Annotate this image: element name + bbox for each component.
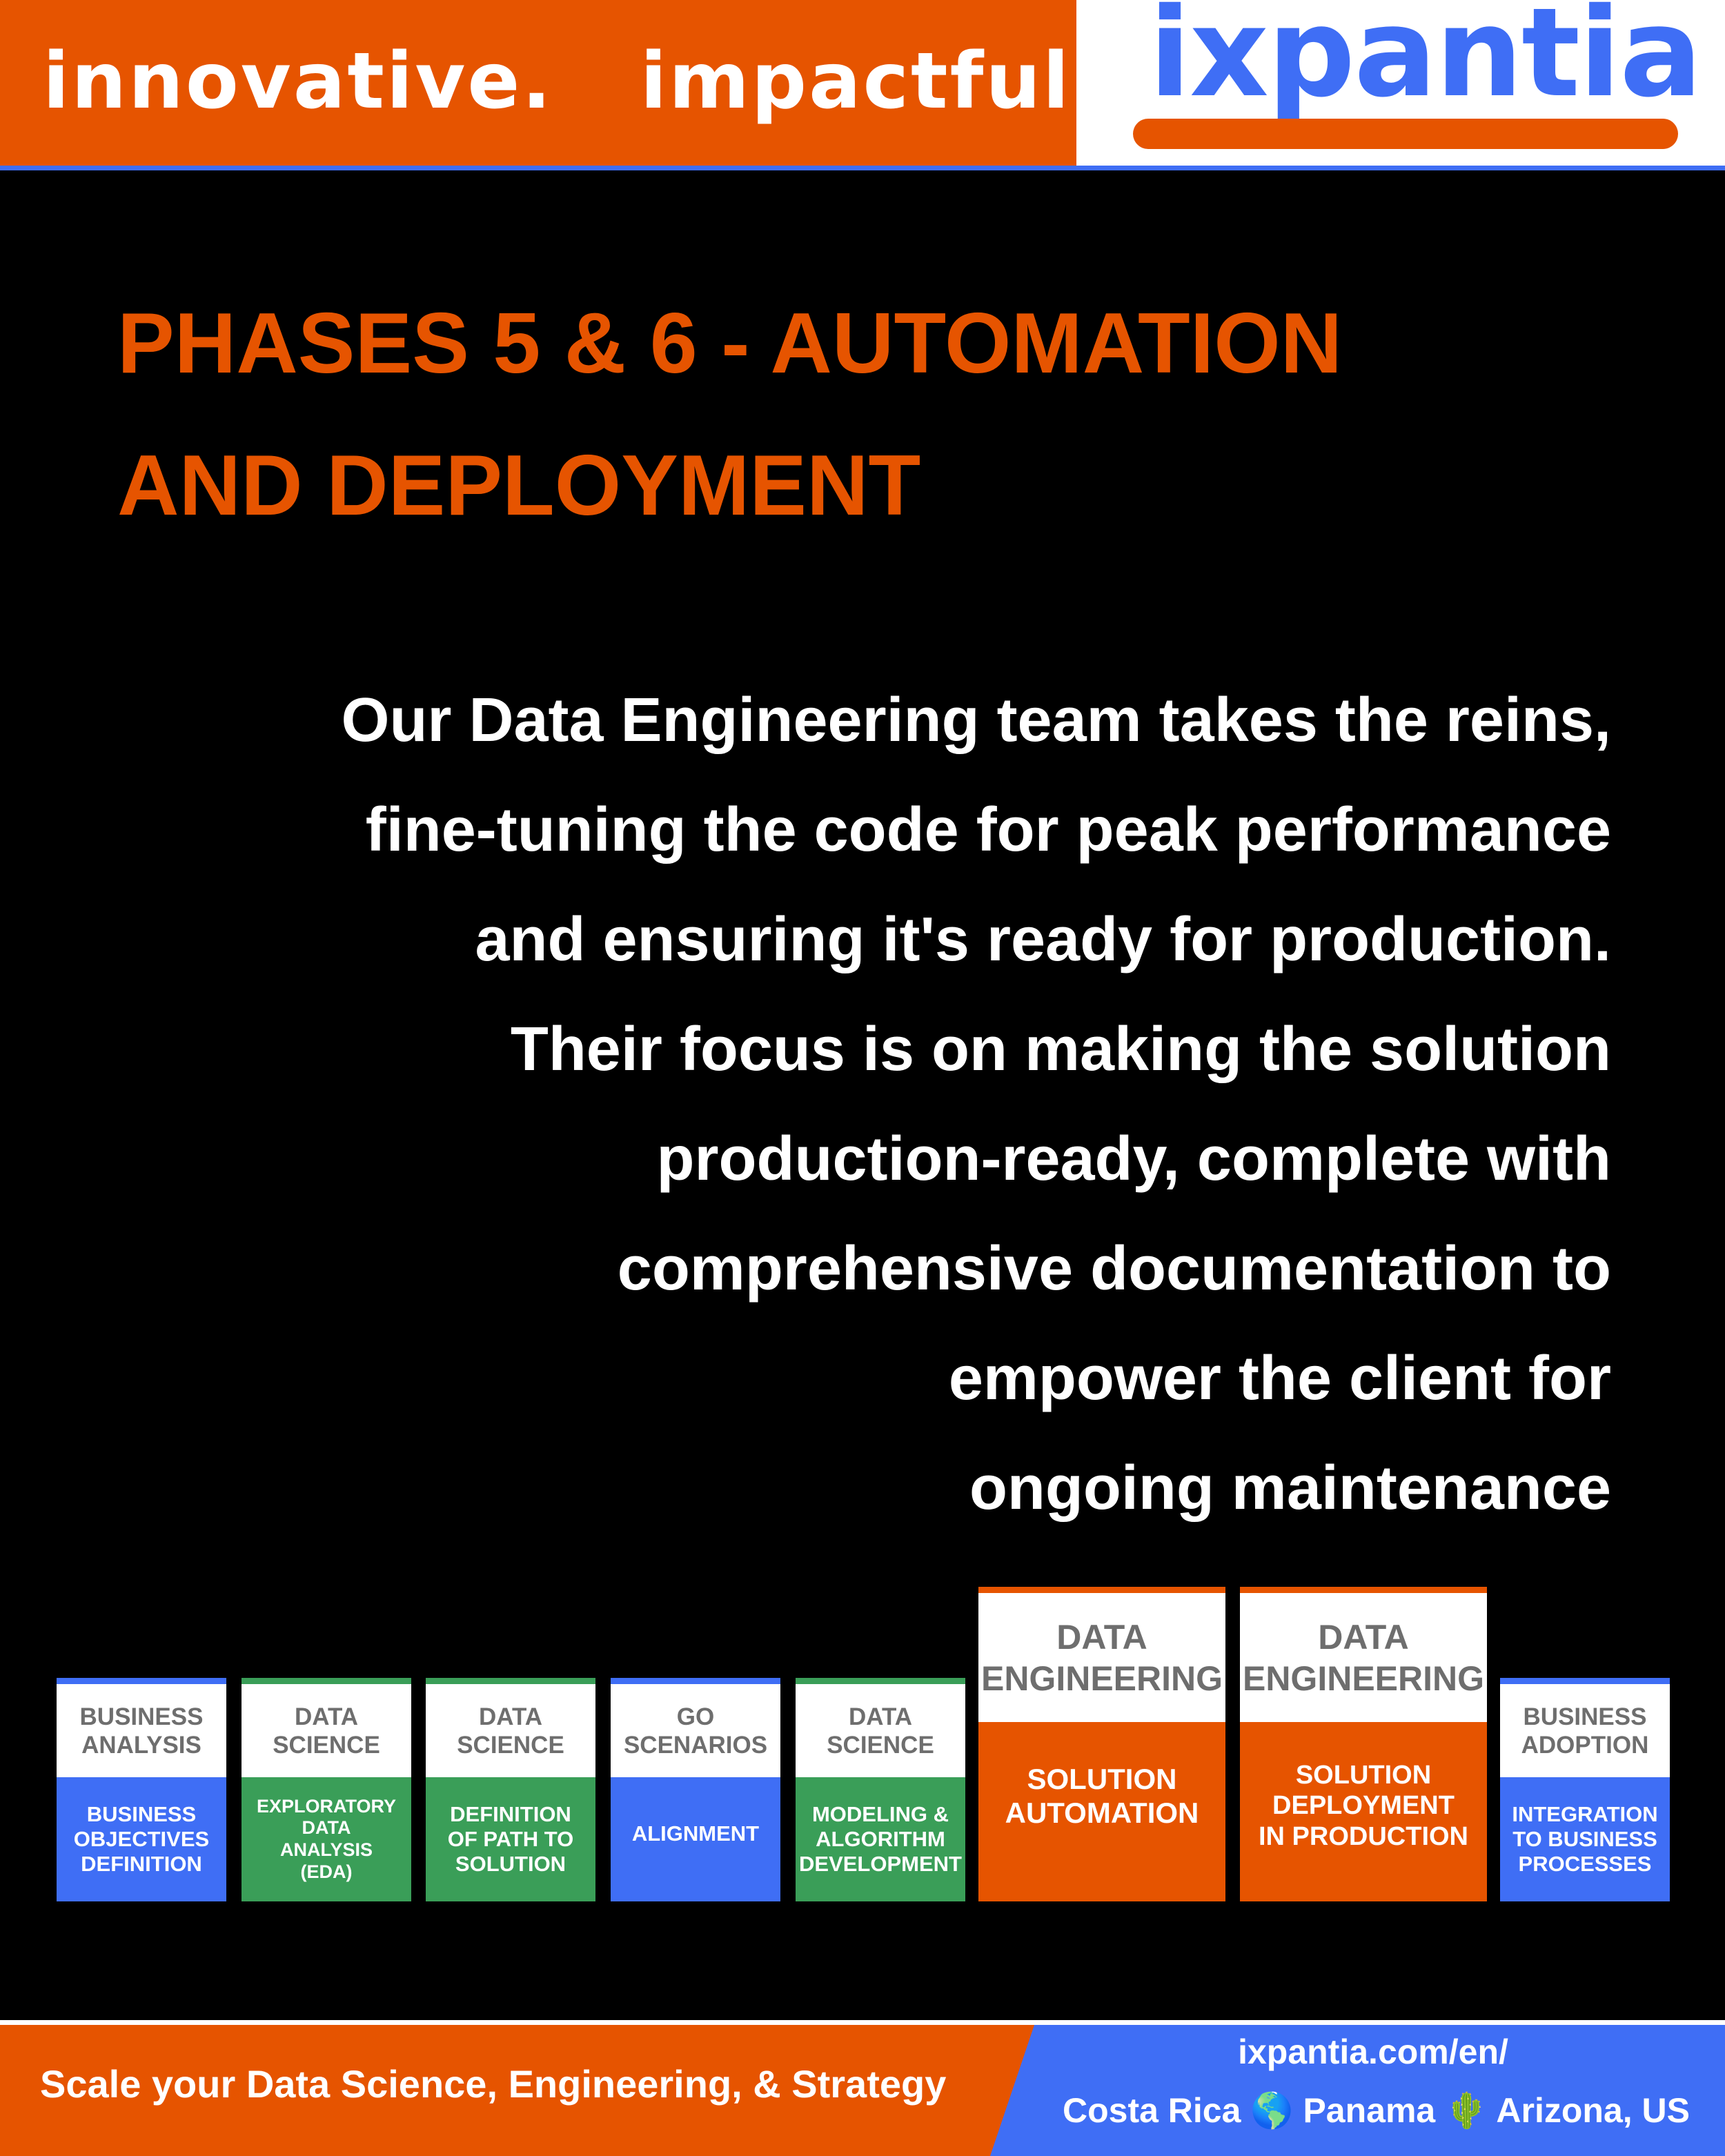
- header-divider: [0, 166, 1725, 170]
- phase-accent-bar: [1500, 1678, 1670, 1684]
- description-line: comprehensive documentation to: [617, 1234, 1611, 1303]
- description-line: empower the client for: [948, 1344, 1611, 1413]
- title-line: AND DEPLOYMENT: [117, 438, 921, 533]
- logo: ixpantia: [1076, 0, 1725, 166]
- logo-underline: [1133, 119, 1678, 149]
- phase-accent-bar: [426, 1678, 595, 1684]
- description-line: ongoing maintenance: [969, 1454, 1611, 1523]
- description-line: Their focus is on making the solution: [510, 1015, 1611, 1084]
- footer-divider: [0, 2020, 1725, 2025]
- description-line: Our Data Engineering team takes the rein…: [341, 686, 1611, 755]
- description-line: production-ready, complete with: [656, 1125, 1611, 1194]
- description-line: fine-tuning the code for peak performanc…: [365, 795, 1611, 864]
- footer: Scale your Data Science, Engineering, & …: [0, 2020, 1725, 2156]
- website-link[interactable]: ixpantia.com/en/: [1238, 2033, 1508, 2071]
- phase-task: ALIGNMENT: [611, 1777, 780, 1901]
- description-line: and ensuring it's ready for production.: [475, 905, 1611, 974]
- phase-accent-bar: [241, 1678, 411, 1684]
- footer-slogan: Scale your Data Science, Engineering, & …: [40, 2062, 947, 2106]
- phase-accent-bar: [57, 1678, 226, 1684]
- tagline-banner: innovative. impactful.: [0, 0, 1101, 166]
- header: innovative. impactful. ixpantia: [0, 0, 1725, 170]
- phase-accent-bar: [1240, 1587, 1487, 1593]
- phase-accent-bar: [611, 1678, 780, 1684]
- page-title: PHASES 5 & 6 - AUTOMATION AND DEPLOYMENT: [117, 273, 1635, 557]
- description: Our Data Engineering team takes the rein…: [207, 666, 1611, 1543]
- phase-accent-bar: [796, 1678, 965, 1684]
- tagline: innovative. impactful.: [43, 37, 1103, 126]
- footer-blue-band: [990, 2025, 1725, 2156]
- logo-wordmark: ixpantia: [1149, 0, 1702, 124]
- office-locations: Costa Rica 🌎 Panama 🌵 Arizona, US: [1063, 2091, 1690, 2130]
- title-line: PHASES 5 & 6 - AUTOMATION: [117, 296, 1343, 391]
- phase-accent-bar: [978, 1587, 1225, 1593]
